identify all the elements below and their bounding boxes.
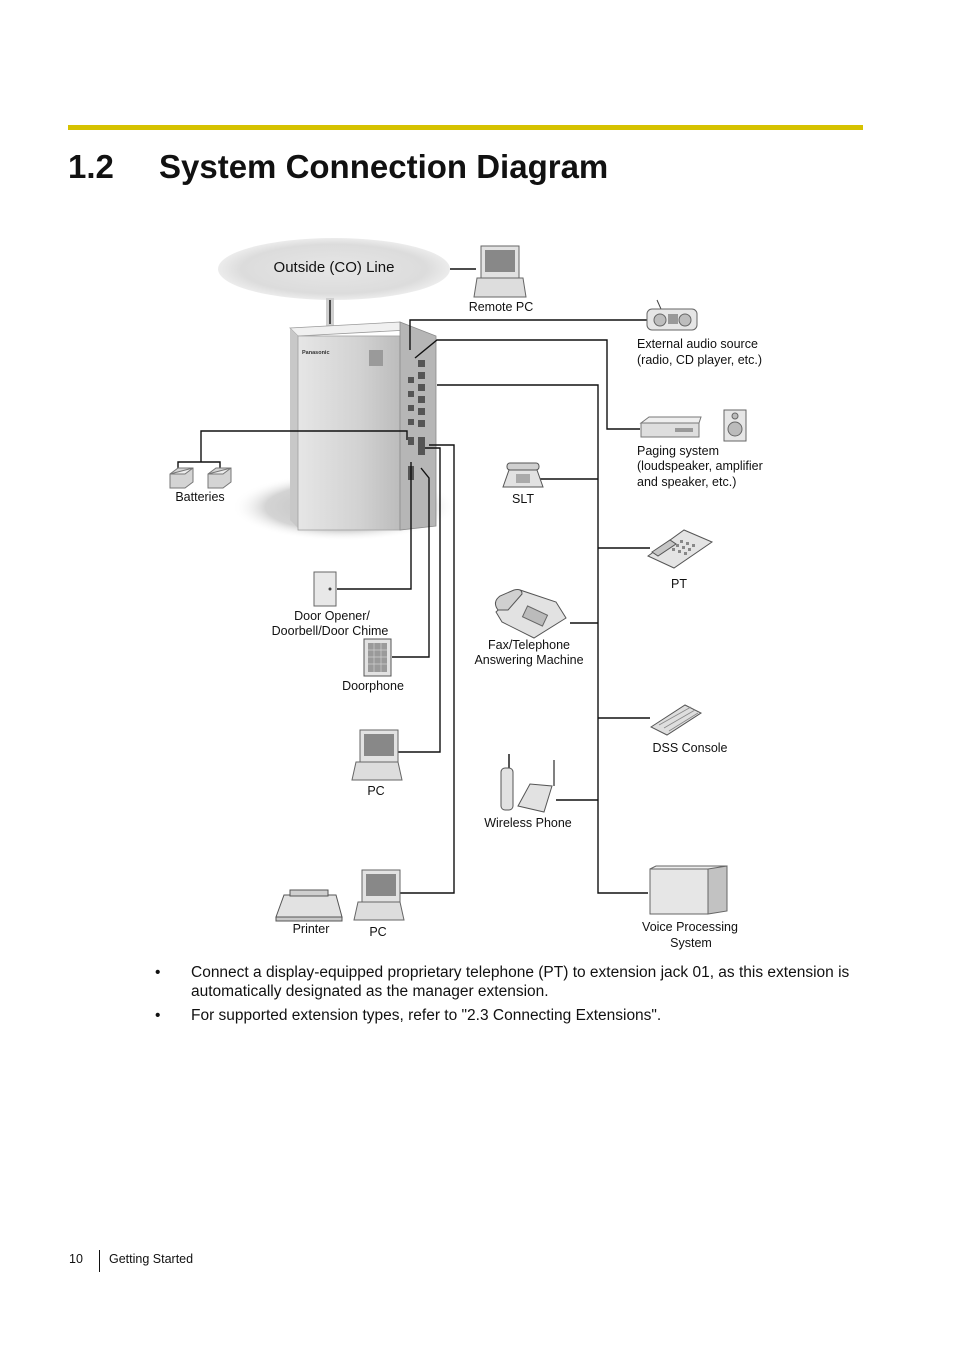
door-opener-icon xyxy=(313,571,337,607)
dss-console-icon xyxy=(649,704,703,736)
voice-processing-icon xyxy=(649,865,728,915)
fax-label-1: Fax/Telephone xyxy=(488,638,570,652)
bullet-dot: • xyxy=(155,1007,161,1024)
pc-label: PC xyxy=(367,784,384,798)
door-opener-label-2: Doorbell/Door Chime xyxy=(272,624,389,638)
printer-icon xyxy=(275,889,343,922)
dss-console-label: DSS Console xyxy=(652,741,727,755)
printer-label: Printer xyxy=(293,922,330,936)
pbx-brand-logo: Panasonic xyxy=(302,350,330,356)
audio-source-label-2: (radio, CD player, etc.) xyxy=(637,353,762,367)
fax-machine-icon xyxy=(494,589,567,639)
pc-icon xyxy=(351,729,403,781)
door-opener-label-1: Door Opener/ xyxy=(294,609,370,623)
bullet-text: Connect a display-equipped proprietary t… xyxy=(191,964,850,1000)
pc-icon xyxy=(353,869,405,921)
pc-label: PC xyxy=(369,925,386,939)
connection-wires xyxy=(177,268,650,894)
paging-label-1: Paging system xyxy=(637,444,719,458)
slt-phone-icon xyxy=(502,462,544,488)
pt-phone-icon xyxy=(647,529,714,569)
batteries-label: Batteries xyxy=(175,490,224,504)
section-number: 1.2 xyxy=(68,148,114,185)
bullet-item: • For supported extension types, refer t… xyxy=(155,1006,875,1025)
pt-label: PT xyxy=(671,577,687,591)
footer-divider xyxy=(99,1250,100,1272)
wireless-phone-label: Wireless Phone xyxy=(484,816,572,830)
speaker-icon xyxy=(723,409,747,442)
remote-pc-label: Remote PC xyxy=(469,300,534,314)
bullet-dot: • xyxy=(155,964,161,981)
page-number: 10 xyxy=(69,1252,83,1266)
bullet-item: • Connect a display-equipped proprietary… xyxy=(155,963,875,1001)
audio-source-label-1: External audio source xyxy=(637,337,758,351)
paging-label-2: (loudspeaker, amplifier xyxy=(637,459,763,473)
co-line-label: Outside (CO) Line xyxy=(274,259,395,276)
doorphone-icon xyxy=(363,638,392,677)
wireless-phone-icon xyxy=(500,754,555,813)
bullet-text: For supported extension types, refer to … xyxy=(191,1007,662,1024)
fax-label-2: Answering Machine xyxy=(474,653,583,667)
chapter-name: Getting Started xyxy=(109,1252,194,1266)
section-rule xyxy=(68,125,863,130)
pbx-unit: Panasonic xyxy=(289,321,437,531)
slt-label: SLT xyxy=(512,492,534,506)
remote-pc-icon xyxy=(473,245,527,298)
vps-label-1: Voice Processing xyxy=(642,920,738,934)
doorphone-label: Doorphone xyxy=(342,679,404,693)
co-line-cloud xyxy=(218,238,450,326)
paging-label-3: and speaker, etc.) xyxy=(637,475,736,489)
paging-amplifier-icon xyxy=(639,416,702,438)
bullet-list: • Connect a display-equipped proprietary… xyxy=(155,963,875,1030)
batteries-icon xyxy=(169,467,232,489)
section-title: System Connection Diagram xyxy=(159,148,609,185)
vps-label-2: System xyxy=(670,936,712,950)
radio-icon xyxy=(646,299,698,331)
